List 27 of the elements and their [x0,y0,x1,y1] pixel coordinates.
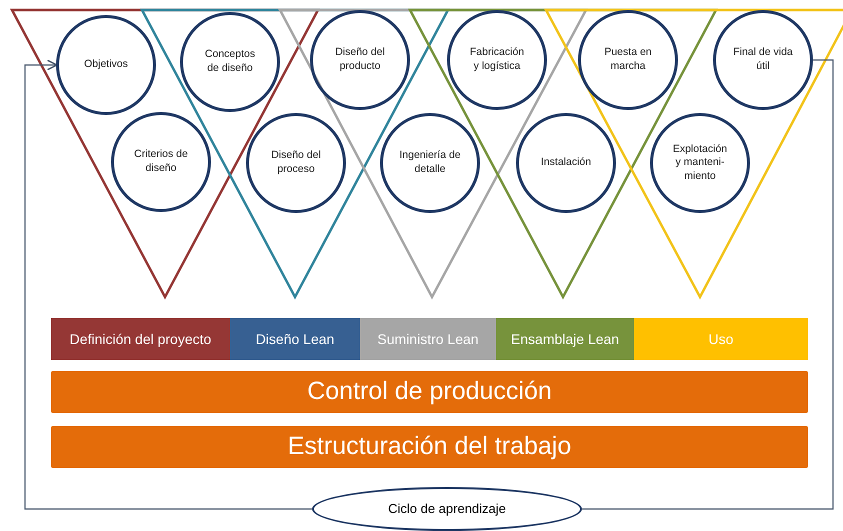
node-label: Ingeniería de detalle [399,149,461,177]
node-label: Fabricación y logística [468,46,526,74]
node-label: Objetivos [84,58,128,72]
node-label: Diseño del producto [334,46,386,74]
phase-bar [230,318,360,360]
node-label: Diseño del proceso [270,149,322,177]
node-label: Puesta en marcha [603,46,653,74]
phase-bar [360,318,496,360]
node-label: Diseño Lean [256,330,334,348]
node-label: Definición del proyecto [70,330,212,349]
phase-bar [51,318,230,360]
node-label: Explotación y manteni- miento [672,142,728,184]
node-label: Ensamblaje Lean [510,330,620,349]
node-label: Uso [708,330,734,348]
node-label: Control de producción [307,376,552,408]
connector-arrow [24,59,312,510]
process-bar [51,371,808,413]
node-label: Conceptos de diseño [204,48,256,76]
process-bar [51,426,808,468]
node-label: Estructuración del trabajo [288,431,572,462]
phase-bar [634,318,808,360]
node-label: Instalación [540,156,592,170]
node-label: Criterios de diseño [133,148,189,176]
node-label: Suministro Lean [377,330,479,348]
node-label: Final de vida útil [732,46,794,74]
phase-bar [496,318,634,360]
node-label: Ciclo de aprendizaje [388,500,506,518]
